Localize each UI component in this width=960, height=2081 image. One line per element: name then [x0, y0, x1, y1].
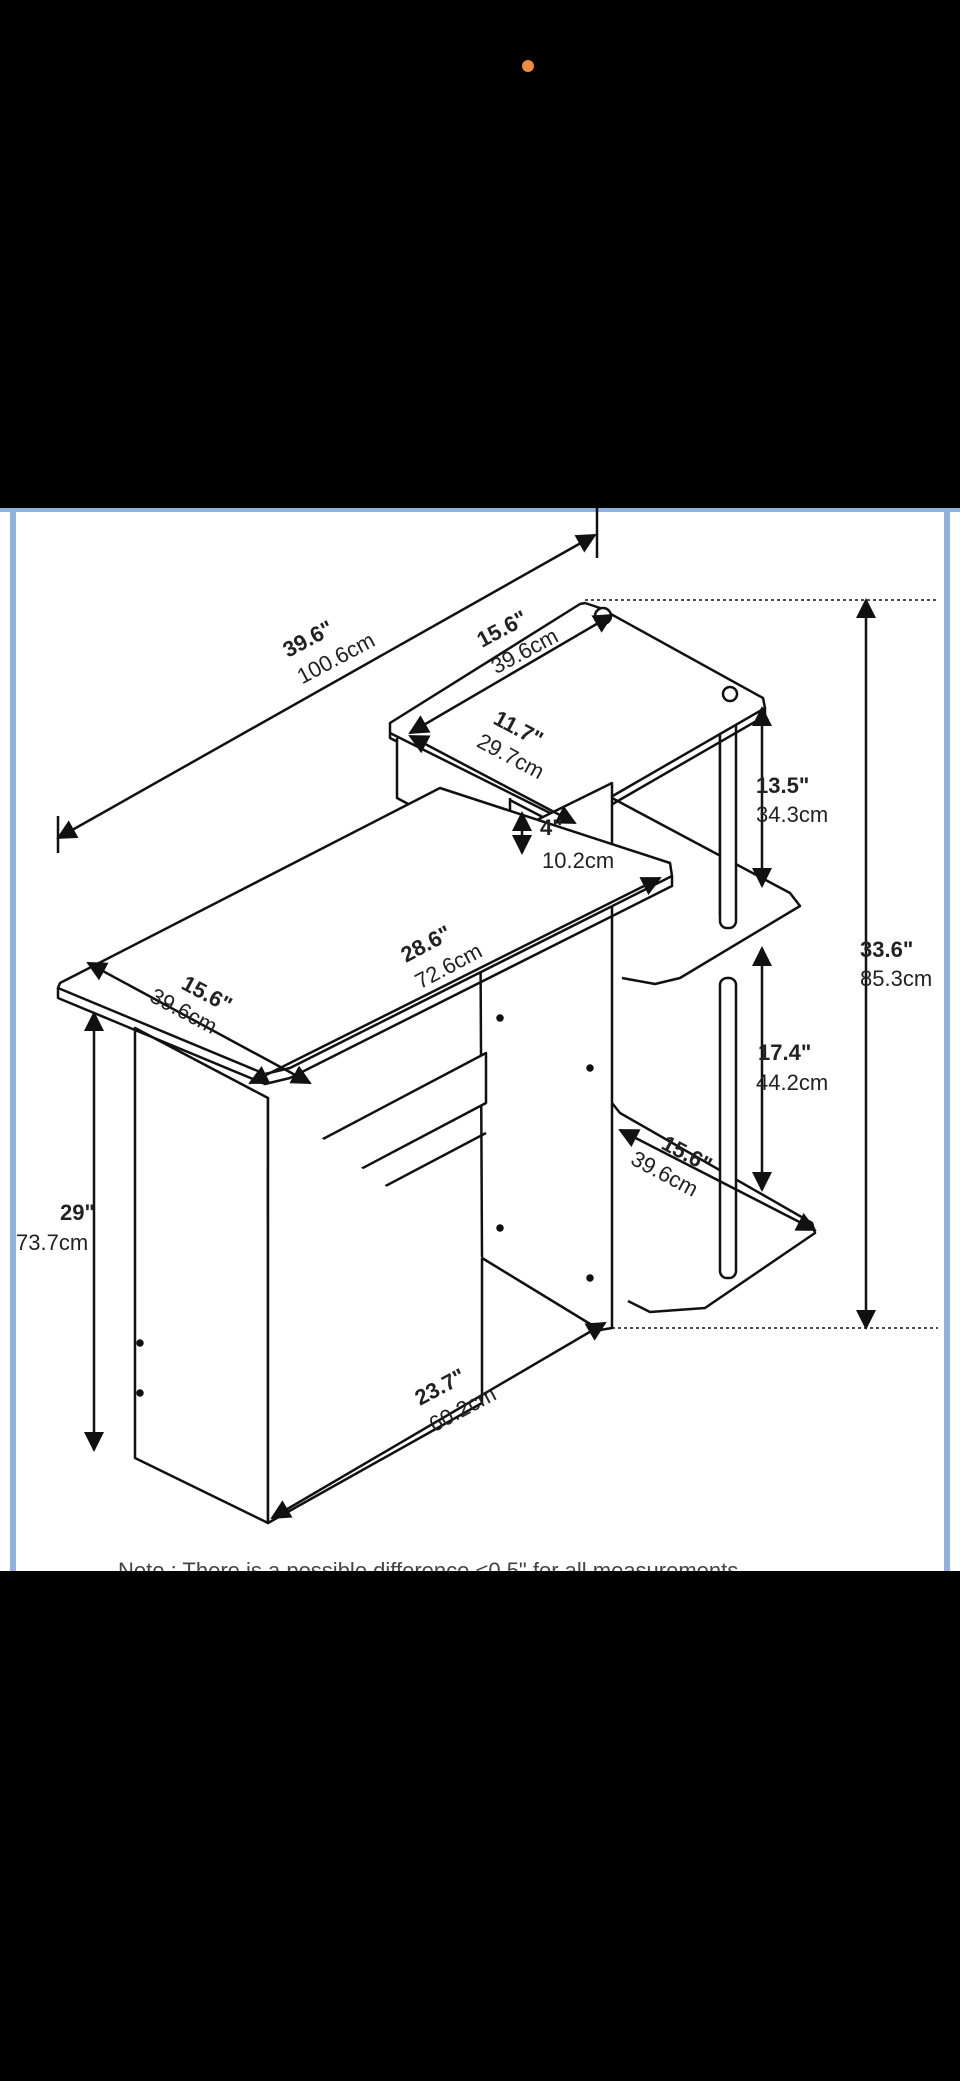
measurement-note: Note : There is a possible difference <0… — [118, 1558, 738, 1571]
post-rear — [718, 711, 738, 930]
peg-hole — [586, 1274, 594, 1282]
frame-left-edge — [10, 508, 16, 1571]
peg-hole — [496, 1014, 504, 1022]
dimension-labels: 39.6" 100.6cm 15.6" 39.6cm 11.7" 29.7cm … — [16, 605, 932, 1571]
bottom-shelf — [611, 1102, 817, 1314]
label-upper-gap-cm: 34.3cm — [756, 802, 828, 827]
label-desk-height-cm: 73.7cm — [16, 1230, 88, 1255]
dim-line-top-shelf-width — [408, 613, 614, 735]
label-riser-in: 4" — [540, 815, 563, 840]
label-riser-cm: 10.2cm — [542, 848, 614, 873]
dim-line-desk-width — [248, 876, 662, 1085]
frame-right-edge — [944, 508, 950, 1571]
dimension-lines — [56, 508, 938, 1520]
peg-hole — [586, 1064, 594, 1072]
product-dimension-image: 39.6" 100.6cm 15.6" 39.6cm 11.7" 29.7cm … — [0, 508, 960, 1571]
black-bottom-area — [0, 1571, 960, 2081]
height-guides — [585, 599, 938, 1329]
grommet-hole-right — [721, 685, 739, 703]
label-upper-gap-in: 13.5" — [756, 773, 809, 798]
left-panel — [133, 1026, 270, 1525]
post-lower — [718, 976, 738, 1280]
desk-diagram: 39.6" 100.6cm 15.6" 39.6cm 11.7" 29.7cm … — [16, 508, 938, 1571]
peg-hole — [136, 1389, 144, 1397]
label-lower-gap-in: 17.4" — [758, 1040, 811, 1065]
label-total-height-cm: 85.3cm — [860, 966, 932, 991]
peg-hole — [496, 1224, 504, 1232]
label-total-height-in: 33.6" — [860, 937, 913, 962]
dim-line-bottom-shelf — [618, 1128, 817, 1232]
dim-line-top-shelf-depth — [408, 734, 577, 825]
dim-line-base-length — [270, 1321, 607, 1520]
label-lower-gap-cm: 44.2cm — [756, 1070, 828, 1095]
dim-line-desk-depth — [86, 961, 312, 1085]
frame-top-edge — [0, 508, 960, 512]
peg-hole — [136, 1339, 144, 1347]
dim-line-overall-width — [56, 533, 597, 840]
label-desk-height-in: 29" — [60, 1200, 95, 1225]
orange-dot-icon — [522, 60, 534, 72]
